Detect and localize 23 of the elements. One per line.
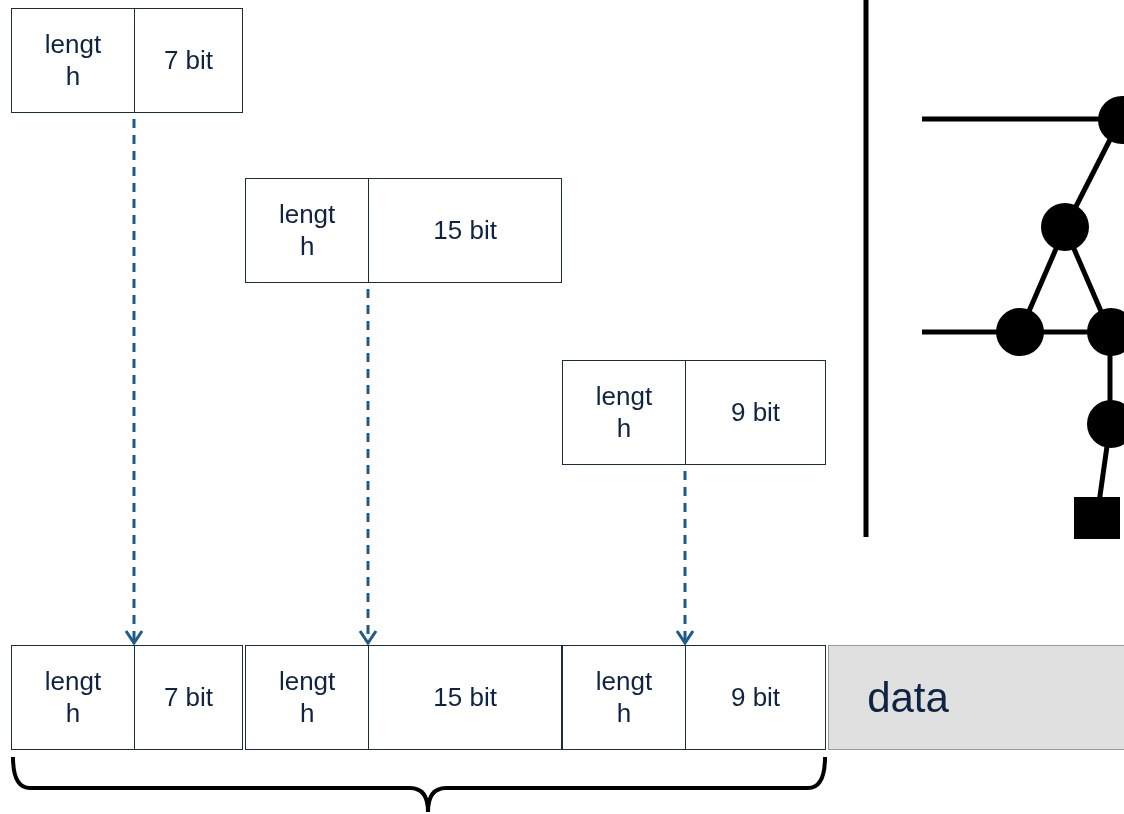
field-label: 9 bit	[730, 681, 781, 714]
field-label: lengt h	[594, 381, 654, 444]
record-box	[11, 8, 243, 113]
field-label: 9 bit	[730, 396, 781, 429]
dashed-arrow	[124, 119, 144, 645]
record-box	[562, 645, 826, 750]
field-label: lengt h	[594, 666, 654, 729]
field-label: 7 bit	[163, 681, 214, 714]
dashed-arrow	[358, 289, 378, 645]
record-box	[245, 178, 562, 283]
record-box	[245, 645, 562, 750]
data-label: data	[867, 673, 949, 722]
record-box	[11, 645, 243, 750]
field-label: lengt h	[277, 666, 337, 729]
dashed-arrow	[675, 471, 695, 645]
field-label: lengt h	[43, 666, 103, 729]
field-label: lengt h	[43, 29, 103, 92]
field-label: 15 bit	[433, 214, 497, 247]
record-box	[562, 360, 826, 465]
field-label: lengt h	[277, 199, 337, 262]
data-box	[828, 645, 1124, 750]
field-label: 7 bit	[163, 44, 214, 77]
field-label: 15 bit	[433, 681, 497, 714]
